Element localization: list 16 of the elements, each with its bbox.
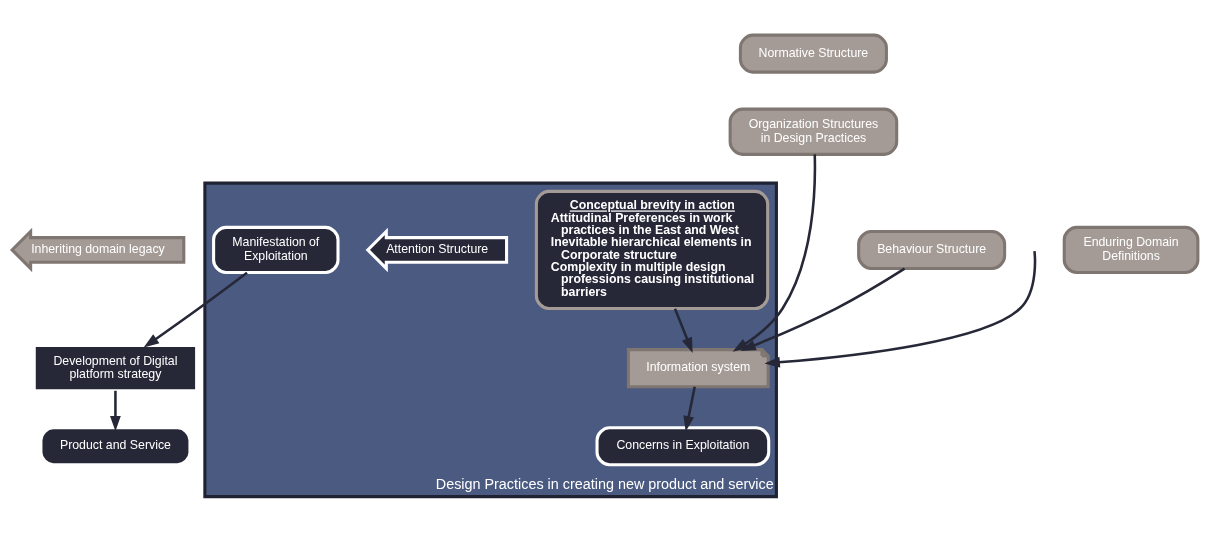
arrow bbox=[732, 154, 817, 352]
node-box: Manifestation of Exploitation bbox=[212, 225, 340, 275]
arrow bbox=[764, 251, 1037, 368]
arrow bbox=[673, 308, 693, 353]
arrow bbox=[143, 271, 248, 348]
arrow bbox=[110, 390, 121, 432]
node-box: Behaviour Structure bbox=[857, 229, 1007, 270]
arrow bbox=[740, 267, 906, 352]
node-box: Development of Digital platform strategy bbox=[32, 344, 199, 393]
node-box: Product and Service bbox=[39, 426, 192, 467]
node-box: Normative Structure bbox=[738, 33, 888, 74]
arrow bbox=[683, 386, 696, 432]
node-box: Organization Structures in Design Practices bbox=[728, 107, 899, 156]
node-box: Concerns in Exploitation bbox=[595, 426, 771, 467]
node-box: Conceptual brevity in action Attitudinal Preferences in work practices in the East and West Inevitable hierarchical elements in Corporate structure Complexity in multiple design professions causing institutional barriers bbox=[534, 189, 770, 311]
node-box: Enduring Domain Definitions bbox=[1062, 225, 1200, 275]
